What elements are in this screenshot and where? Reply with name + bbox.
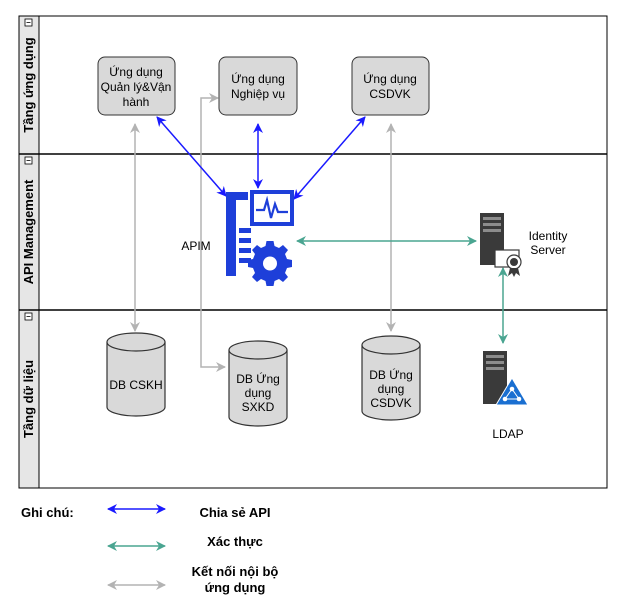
db-sxkd-line: SXKD — [242, 400, 275, 414]
connector-api-ql — [156, 116, 227, 197]
db-csdvk-line: CSDVK — [370, 396, 411, 410]
legend-label-internal: ứng dụng — [205, 580, 266, 595]
apim-label: APIM — [181, 239, 210, 253]
lane-data: Tầng dữ liệu — [18, 309, 40, 489]
legend-label-internal: Kết nối nội bộ — [192, 564, 279, 579]
legend-label-api: Chia sẻ API — [199, 505, 270, 520]
db-csdvk-line: dụng — [378, 382, 405, 396]
app-nghiep-vu: Ứng dụng Nghiệp vụ — [218, 56, 298, 116]
identity-label-line: Identity — [529, 229, 568, 243]
lane-title-application: Tầng ứng dụng — [21, 37, 36, 132]
legend-title: Ghi chú: — [21, 505, 74, 520]
app-nv-line: Ứng dụng — [231, 71, 285, 86]
app-ql-line: Ứng dụng — [109, 64, 163, 79]
db-csdvk: DB Ứng dụng CSDVK — [361, 335, 421, 421]
app-ql-line: hành — [123, 95, 150, 109]
app-csdvk-line: Ứng dụng — [363, 71, 417, 86]
app-csdvk-line: CSDVK — [369, 87, 410, 101]
api-connectors — [156, 116, 366, 200]
db-cskh: DB CSKH — [106, 332, 166, 417]
ldap-label: LDAP — [492, 427, 523, 441]
lane-api-management: API Management — [18, 153, 40, 311]
lane-title-data: Tầng dữ liệu — [21, 360, 36, 438]
app-ql-line: Quản lý&Vận — [101, 80, 172, 94]
auth-connectors — [296, 236, 508, 344]
apim-icon — [226, 190, 294, 286]
app-quan-ly-van-hanh: Ứng dụng Quản lý&Vận hành — [97, 56, 176, 116]
identity-label-line: Server — [530, 243, 565, 257]
connector-internal-sxkd — [200, 93, 226, 372]
connector-api-csdvk — [293, 116, 366, 200]
identity-server-icon — [480, 213, 522, 277]
app-nv-line: Nghiệp vụ — [231, 87, 285, 101]
lane-title-api-management: API Management — [21, 179, 36, 284]
db-csdvk-line: DB Ứng — [369, 367, 413, 382]
internal-connectors — [130, 93, 396, 372]
db-sxkd-line: dụng — [245, 386, 272, 400]
db-cskh-line: DB CSKH — [109, 378, 162, 392]
legend-label-auth: Xác thực — [207, 534, 263, 549]
app-csdvk: Ứng dụng CSDVK — [351, 56, 430, 116]
db-sxkd: DB Ứng dụng SXKD — [228, 340, 288, 427]
lane-application: Tầng ứng dụng — [18, 15, 40, 155]
ldap-icon — [483, 351, 529, 406]
db-sxkd-line: DB Ứng — [236, 371, 280, 386]
legend: Ghi chú: Chia sẻ API Xác thực Kết nối nộ… — [21, 504, 279, 595]
